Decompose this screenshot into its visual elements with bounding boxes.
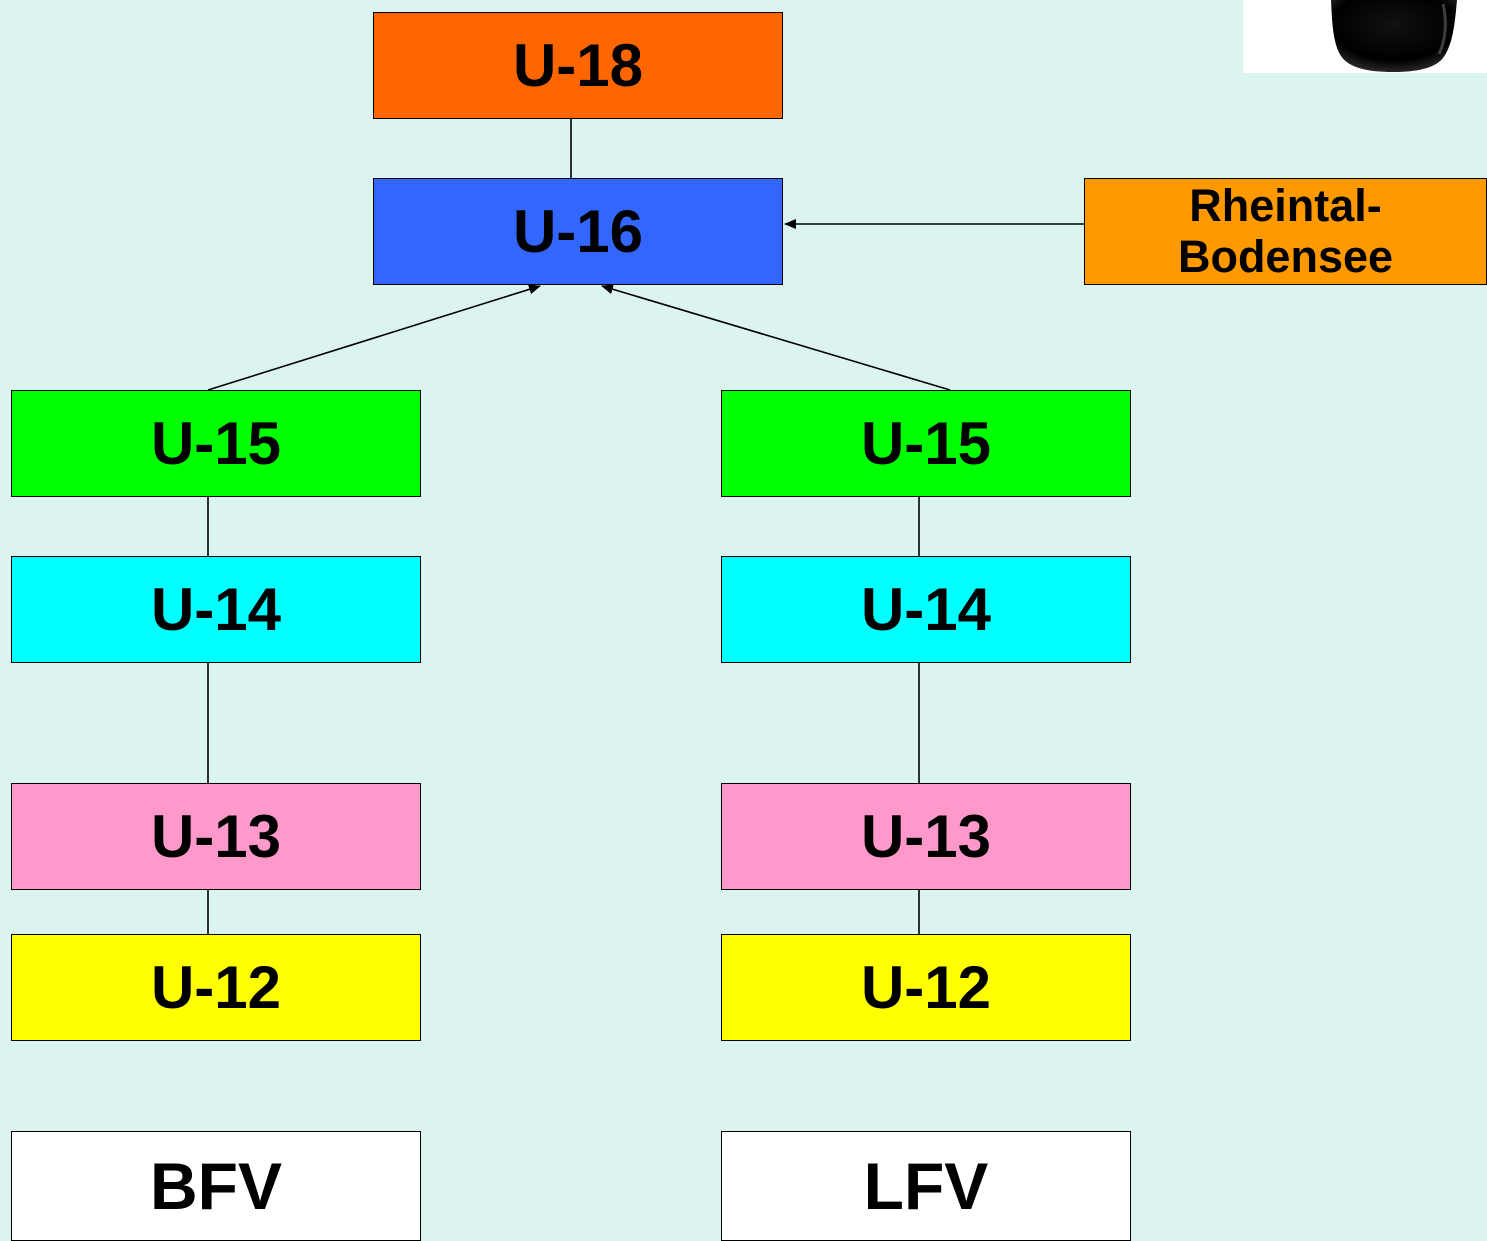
node-u13-right-label: U-13 — [860, 802, 992, 870]
node-u14-left: U-14 — [11, 556, 421, 663]
node-u15-left: U-15 — [11, 390, 421, 497]
node-u14-right: U-14 — [721, 556, 1131, 663]
node-rheintal-bodensee: Rheintal- Bodensee — [1084, 178, 1487, 285]
edge-u15-left-u16 — [207, 284, 541, 391]
node-bfv: BFV — [11, 1131, 421, 1241]
node-rheintal-bodensee-label: Rheintal- Bodensee — [1177, 180, 1394, 282]
node-lfv: LFV — [721, 1131, 1131, 1241]
node-u14-right-label: U-14 — [860, 575, 992, 643]
node-bfv-label: BFV — [150, 1149, 282, 1223]
node-u12-right-label: U-12 — [860, 953, 992, 1021]
node-u13-left-label: U-13 — [150, 802, 282, 870]
dark-blob-logo-icon — [1331, 0, 1457, 72]
node-u13-right: U-13 — [721, 783, 1131, 890]
edge-u15-right-u16 — [601, 284, 951, 391]
node-u12-right: U-12 — [721, 934, 1131, 1041]
node-u15-right-label: U-15 — [860, 409, 992, 477]
node-u12-left-label: U-12 — [150, 953, 282, 1021]
node-u18-label: U-18 — [512, 31, 644, 99]
node-u18: U-18 — [373, 12, 783, 119]
node-lfv-label: LFV — [863, 1149, 989, 1223]
node-u15-right: U-15 — [721, 390, 1131, 497]
node-u12-left: U-12 — [11, 934, 421, 1041]
node-u15-left-label: U-15 — [150, 409, 282, 477]
node-u16: U-16 — [373, 178, 783, 285]
logo-image — [1243, 0, 1487, 73]
node-u14-left-label: U-14 — [150, 575, 282, 643]
node-u13-left: U-13 — [11, 783, 421, 890]
node-u16-label: U-16 — [512, 197, 644, 265]
